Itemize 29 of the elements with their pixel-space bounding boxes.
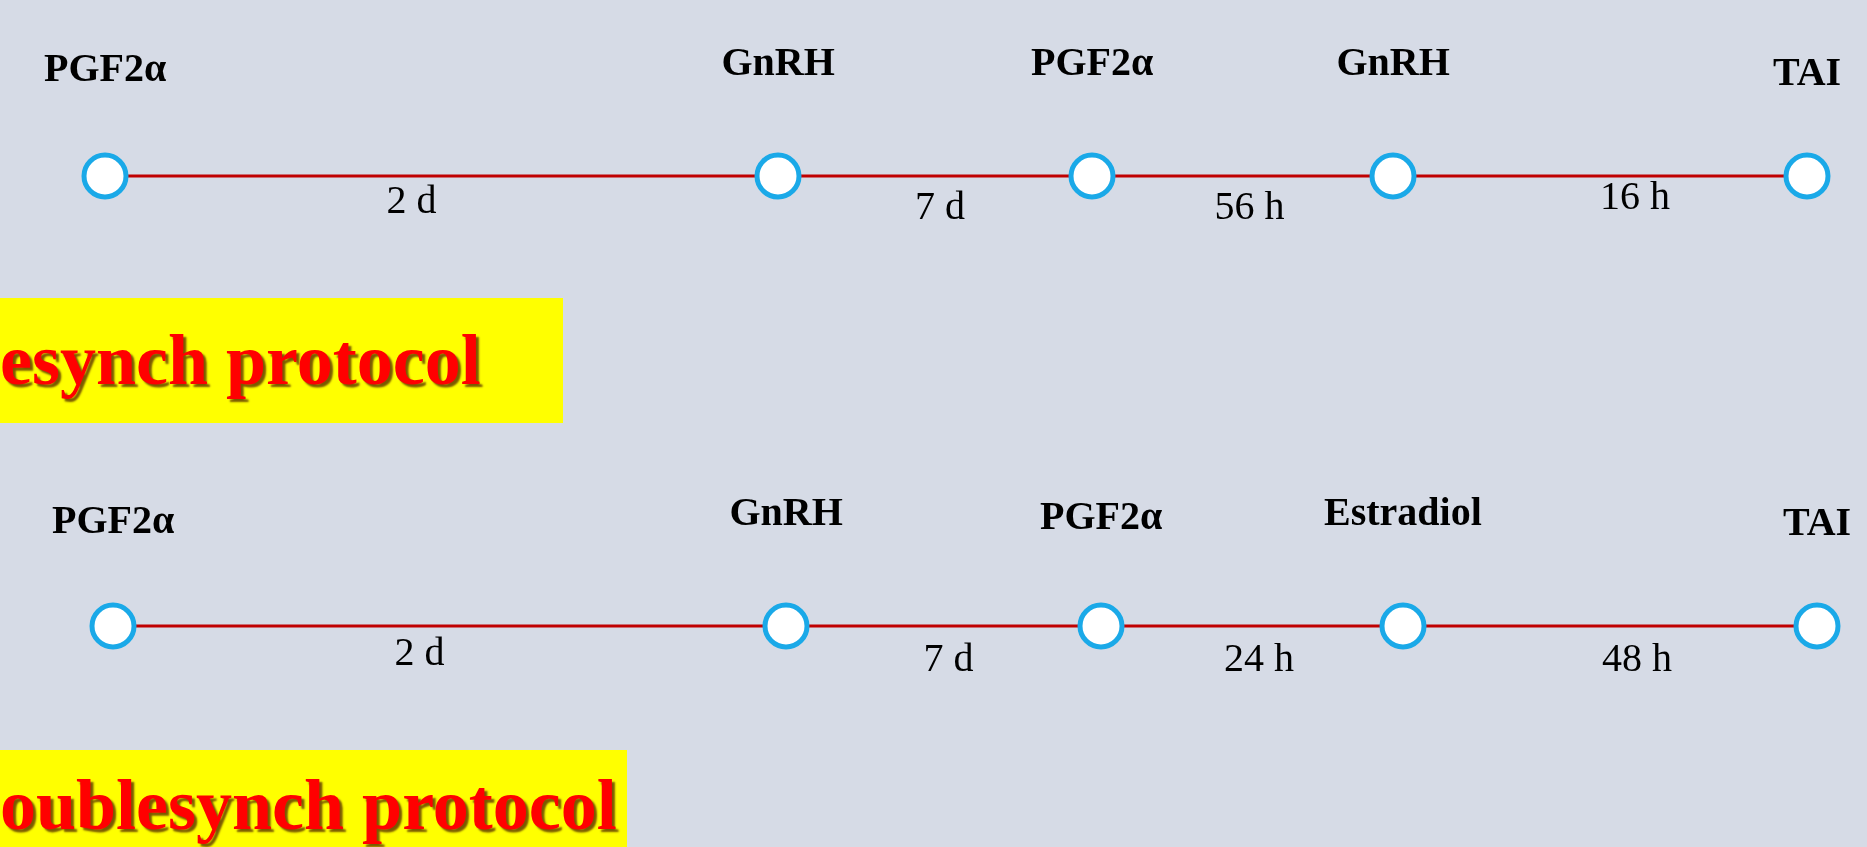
duration-label: 56 h: [1214, 182, 1285, 229]
hormone-label: GnRH: [721, 38, 835, 85]
timeline-line: [809, 624, 1078, 628]
protocol-title: esynch protocol: [0, 319, 481, 402]
hormone-label: PGF2α: [1040, 492, 1163, 539]
timeline-line: [1124, 624, 1380, 628]
timeline-line: [1416, 174, 1784, 178]
hormone-label: GnRH: [1336, 38, 1450, 85]
duration-label: 48 h: [1602, 634, 1672, 681]
duration-label: 16 h: [1600, 172, 1670, 219]
hormone-label: Estradiol: [1324, 488, 1482, 535]
timeline-line: [136, 624, 763, 628]
hormone-label: PGF2α: [52, 496, 175, 543]
protocol-title: oublesynch protocol: [0, 763, 617, 847]
duration-label: 24 h: [1224, 634, 1294, 681]
duration-label: 2 d: [386, 176, 437, 223]
hormone-label: TAI: [1783, 498, 1852, 545]
timeline-line: [128, 174, 755, 178]
hormone-label: PGF2α: [1031, 38, 1154, 85]
timeline-line: [801, 174, 1069, 178]
duration-label: 7 d: [915, 182, 965, 229]
hormone-label: PGF2α: [44, 44, 167, 91]
title-banner: [0, 298, 563, 423]
timeline-line: [1115, 174, 1370, 178]
duration-label: 7 d: [923, 634, 974, 681]
timeline-line: [1426, 624, 1794, 628]
duration-label: 2 d: [394, 628, 445, 675]
hormone-label: TAI: [1773, 48, 1842, 95]
hormone-label: GnRH: [729, 488, 843, 535]
